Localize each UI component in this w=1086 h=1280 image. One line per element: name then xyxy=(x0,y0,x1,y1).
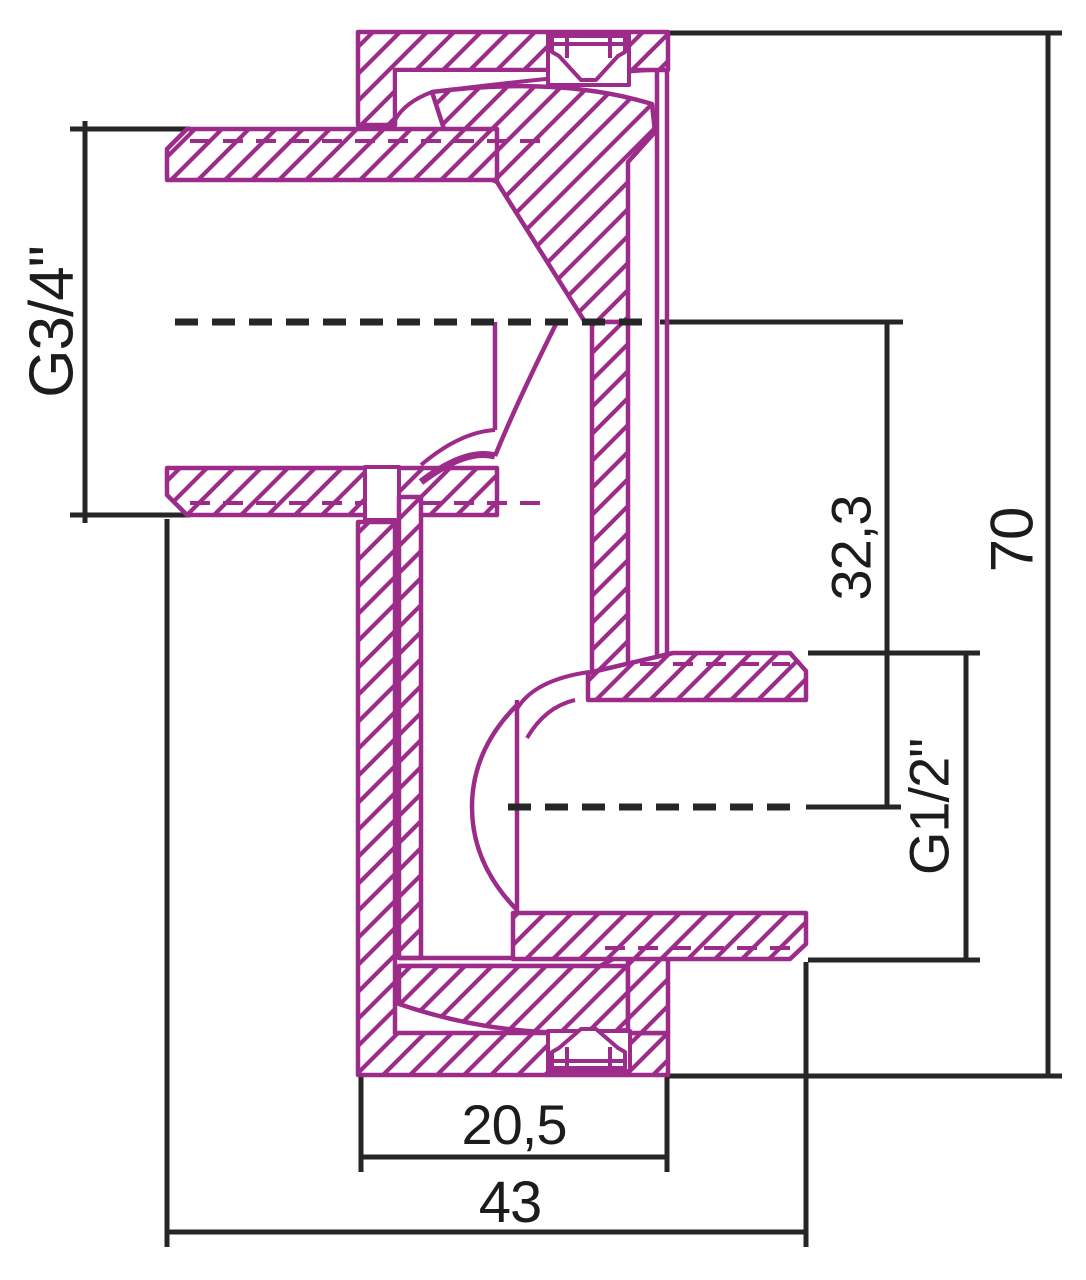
overall-height-label: 70 xyxy=(979,508,1046,573)
dimension-right-thread xyxy=(808,650,980,963)
dome-fillet-2 xyxy=(525,698,576,740)
funnel-upper-curve xyxy=(419,428,496,467)
g12-bottom-band xyxy=(510,910,809,962)
dimension-axis-offset xyxy=(660,319,903,810)
flange-width-label: 20,5 xyxy=(462,1093,567,1156)
bottom-screw-facets xyxy=(552,1047,625,1068)
wall-notch xyxy=(363,465,401,522)
overall-width-label: 43 xyxy=(479,1170,542,1235)
axis-offset-label: 32,3 xyxy=(820,496,883,601)
top-screw-head xyxy=(550,34,627,82)
dome-fillet-1 xyxy=(515,670,590,711)
shell-right-wall xyxy=(654,70,670,655)
shell-bottom-right-block xyxy=(625,949,671,1036)
funnel-right-curve xyxy=(492,322,559,457)
g34-bottom-band xyxy=(164,465,500,518)
right-thread-label: G1/2" xyxy=(898,739,961,875)
inner-wall xyxy=(589,319,631,676)
top-screw xyxy=(546,31,631,87)
g34-top-band xyxy=(164,126,500,183)
dimension-left-thread xyxy=(70,121,190,523)
body-left-wall xyxy=(396,494,424,961)
g12-thread-dashes xyxy=(605,662,790,950)
dimension-overall-width xyxy=(164,519,809,1247)
top-screw-facets xyxy=(552,36,625,58)
dimension-flange-width xyxy=(358,1077,670,1172)
bottom-screw xyxy=(546,1027,632,1073)
dimension-overall-height xyxy=(668,30,1062,1079)
centerlines xyxy=(175,318,800,811)
left-thread-label: G3/4" xyxy=(18,246,87,397)
funnel-lower-curve xyxy=(418,450,496,485)
